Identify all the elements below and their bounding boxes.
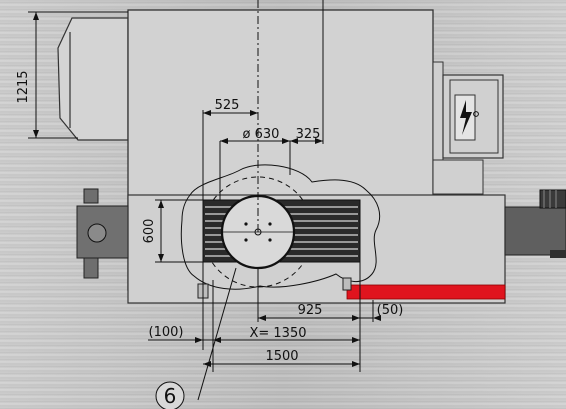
dim-50: (50) <box>377 303 404 318</box>
chip-guard <box>57 17 129 141</box>
chip-conveyor <box>504 206 566 256</box>
dim-600: 600 <box>142 219 157 244</box>
lightning-bolt-icon <box>454 94 479 141</box>
dim-925: 925 <box>298 303 323 318</box>
dim-1500: 1500 <box>265 349 298 364</box>
dim-1215: 1215 <box>16 70 31 103</box>
red-trim-strip <box>346 284 506 300</box>
working-envelope <box>180 164 381 290</box>
dim-100: (100) <box>149 325 184 340</box>
dim-525: 525 <box>215 98 240 113</box>
dim-630: ø 630 <box>243 127 280 142</box>
dim-325: 325 <box>296 127 321 142</box>
callout-number: 6 <box>164 384 177 408</box>
dim-x1350: X= 1350 <box>249 326 306 341</box>
callout-marker: 6 <box>155 381 185 409</box>
dimension-lines <box>28 0 374 401</box>
handwheel <box>76 188 129 279</box>
